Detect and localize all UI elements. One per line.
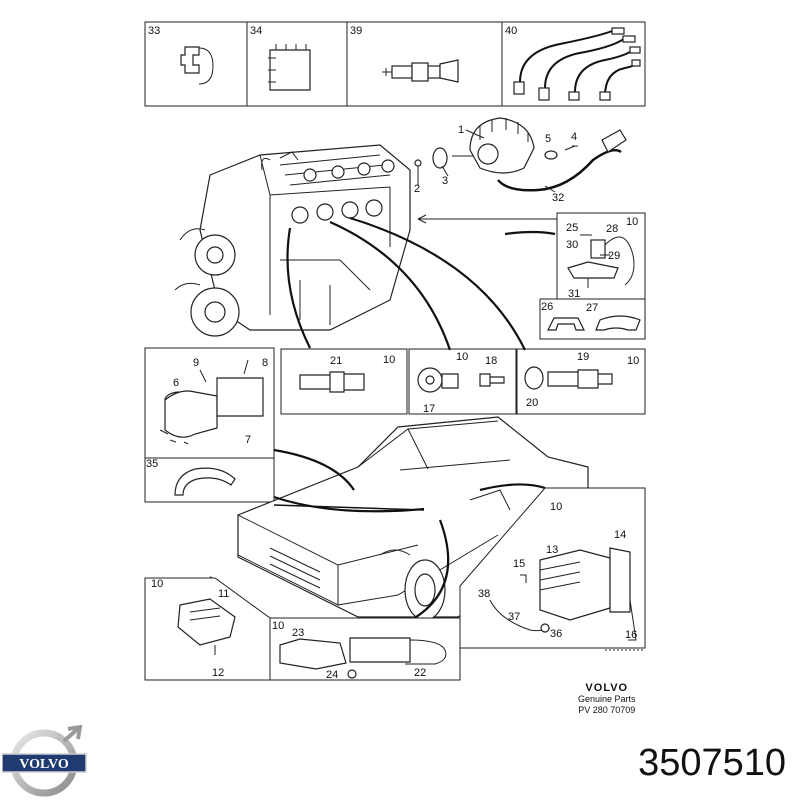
callout-30: 30 [566, 239, 578, 251]
ignition-coil-part [159, 359, 264, 445]
box-39: 39 [346, 21, 503, 107]
box-13-16: 10 13 14 15 38 37 36 16 [459, 487, 646, 649]
callout-39: 39 [350, 25, 362, 37]
callout-32: 32 [552, 192, 564, 204]
callout-7: 7 [245, 434, 251, 446]
callout-3: 3 [442, 175, 448, 187]
volvo-iron-mark-icon: VOLVO [1, 721, 92, 802]
leader-21 [286, 227, 311, 349]
callout-10-c: 10 [456, 351, 468, 363]
bracket-part-26 [547, 317, 585, 331]
callout-24: 24 [326, 669, 338, 681]
box-40: 40 [501, 21, 646, 107]
callout-16: 16 [625, 629, 637, 641]
box-19-20: 19 10 20 [516, 348, 646, 415]
bolt-part-18 [479, 373, 505, 387]
box-22-24: 10 23 24 22 [269, 617, 461, 681]
callout-10-g: 10 [550, 501, 562, 513]
callout-8: 8 [262, 357, 268, 369]
callout-10-b: 10 [383, 354, 395, 366]
callout-37: 37 [508, 611, 520, 623]
module-part-22 [349, 637, 411, 663]
grommet-part-5 [544, 150, 558, 160]
sensor-part-19 [547, 369, 613, 389]
callout-12: 12 [212, 667, 224, 679]
callout-9: 9 [193, 357, 199, 369]
callout-27: 27 [586, 302, 598, 314]
box-25-31: 25 28 10 30 29 31 [556, 212, 646, 300]
box-35: 35 [144, 457, 275, 503]
comb-part-34 [269, 49, 311, 91]
clip-part-33 [180, 46, 200, 74]
bracket-part-23 [279, 638, 347, 670]
box-17-18: 10 18 17 [408, 348, 517, 415]
leader-coil [273, 448, 355, 491]
callout-38: 38 [478, 588, 490, 600]
box-6-9: 9 8 6 7 [144, 347, 275, 459]
sealing-ring-part-20 [524, 366, 544, 390]
callout-34: 34 [250, 25, 262, 37]
leader-13 [479, 483, 546, 492]
box-10-12: 10 11 12 [144, 577, 271, 681]
callout-33: 33 [148, 25, 160, 37]
box-34: 34 [246, 21, 348, 107]
callout-40: 40 [505, 25, 517, 37]
callout-5: 5 [545, 133, 551, 145]
callout-35: 35 [146, 458, 158, 470]
callout-10-a: 10 [626, 216, 638, 228]
callout-36: 36 [550, 628, 562, 640]
ignition-cables-part-40 [513, 27, 641, 101]
callout-21: 21 [330, 355, 342, 367]
leader-35 [273, 495, 425, 513]
distributor-group: 1 2 3 4 5 32 [414, 117, 627, 204]
genuine-parts-caption: VOLVO Genuine Parts PV 280 70709 [578, 683, 636, 716]
callout-4: 4 [571, 131, 577, 143]
clamp-part-35 [174, 467, 236, 496]
callout-20: 20 [526, 397, 538, 409]
footer-line-1: Genuine Parts [578, 694, 636, 704]
engine-illustration [174, 144, 411, 337]
logo-text: VOLVO [19, 757, 69, 772]
screw-part-24 [347, 669, 357, 679]
callout-29: 29 [608, 250, 620, 262]
footer-line-2: PV 280 70709 [578, 705, 636, 715]
control-unit-part-11 [177, 598, 236, 646]
washer-part-2 [414, 159, 422, 167]
callout-28: 28 [606, 223, 618, 235]
callout-31: 31 [568, 288, 580, 300]
callout-18: 18 [485, 355, 497, 367]
callout-26: 26 [541, 301, 553, 313]
callout-22: 22 [414, 667, 426, 679]
leader-25 [504, 230, 556, 236]
spark-plug-part-39 [382, 59, 459, 83]
temp-sensor-part-21 [299, 371, 365, 393]
bracket-part-27 [595, 315, 641, 331]
callout-1: 1 [458, 124, 464, 136]
callout-10-d: 10 [627, 355, 639, 367]
callout-17: 17 [423, 403, 435, 415]
callout-11: 11 [218, 588, 229, 600]
box-21: 21 10 [280, 348, 408, 415]
bracket-part-14 [609, 547, 631, 613]
leader-19 [349, 216, 526, 351]
callout-2: 2 [414, 183, 420, 195]
callout-14: 14 [614, 529, 626, 541]
part-number: 3507510 [638, 742, 786, 784]
callout-23: 23 [292, 627, 304, 639]
volvo-logo-svg: VOLVO [1, 721, 87, 797]
callout-19: 19 [577, 351, 589, 363]
callout-6: 6 [173, 377, 179, 389]
callout-13: 13 [546, 544, 558, 556]
callout-10-e: 10 [151, 578, 163, 590]
callout-25: 25 [566, 222, 578, 234]
o-ring-part-3 [432, 147, 448, 169]
box-26-27: 26 27 [539, 298, 646, 340]
callout-10-f: 10 [272, 620, 284, 632]
footer-brand: VOLVO [585, 682, 629, 694]
box-33: 33 [144, 21, 248, 107]
leader-17 [329, 220, 452, 351]
ecu-part-13 [539, 549, 611, 621]
callout-15: 15 [513, 558, 525, 570]
